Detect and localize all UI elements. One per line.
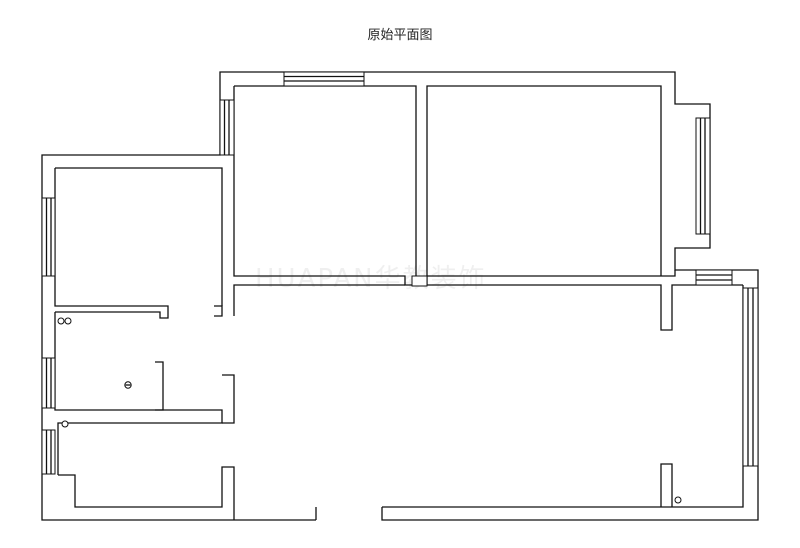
- column-pier: [411, 275, 428, 287]
- partition-right-b: [661, 270, 676, 277]
- window-east-short: [695, 269, 733, 286]
- bath-wall-top: [54, 312, 223, 475]
- window-west-c: [41, 357, 56, 409]
- bedroom-b-wall: [234, 85, 662, 285]
- drawing-title: 原始平面图: [367, 28, 433, 43]
- bedroom-b-inner: [233, 86, 416, 286]
- meter-icon: [124, 381, 132, 389]
- floor-drain-icon: [61, 420, 69, 428]
- kitchen-pier: [155, 361, 164, 411]
- lower-right-stub: [660, 463, 673, 507]
- window-west-a: [219, 99, 235, 156]
- window-north: [283, 71, 365, 87]
- window-bay-east: [695, 117, 711, 235]
- window-west-b: [41, 197, 56, 277]
- inner-right-wall: [382, 285, 744, 508]
- bedroom-a-wall: [55, 167, 223, 306]
- floor-drain-icon: [674, 496, 682, 504]
- watermark: HUAPAN华教装饰: [255, 264, 487, 294]
- pipe-icon: [64, 317, 72, 325]
- bedroom-b-lower: [233, 284, 405, 316]
- lower-left-wall: [58, 466, 235, 520]
- bath-wall-right: [222, 374, 235, 424]
- bedroom-a-pier: [214, 305, 223, 317]
- window-east-long: [742, 287, 759, 467]
- bedroom-a-west: [54, 168, 169, 319]
- pipe-icon: [57, 317, 65, 325]
- window-west-d: [41, 429, 56, 475]
- outer-wall-left-north: [41, 71, 759, 521]
- partition-right-a: [427, 284, 743, 331]
